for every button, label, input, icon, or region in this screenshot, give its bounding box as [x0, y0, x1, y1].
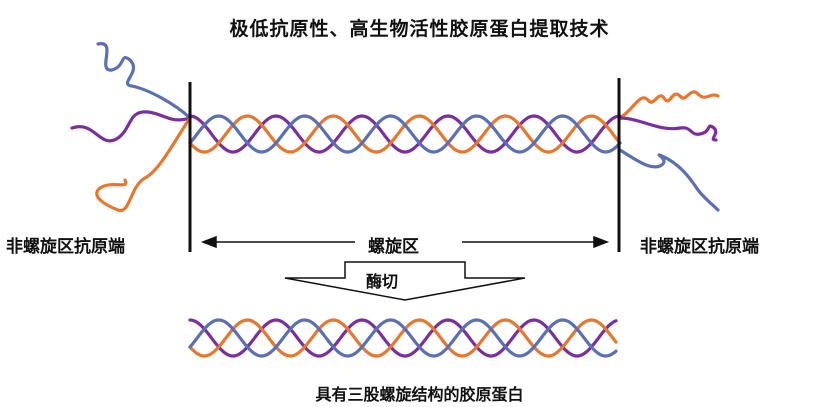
- hollow-down-arrow-icon: [284, 261, 526, 301]
- bottom-strand-orange: [188, 318, 618, 358]
- blue-right-tail: [618, 148, 720, 212]
- left-antigen-end-label: 非螺旋区抗原端: [6, 237, 125, 257]
- helix-region-arrow: [200, 235, 610, 249]
- bottom-strand-blue: [188, 318, 618, 358]
- diagram-title: 极低抗原性、高生物活性胶原蛋白提取技术: [229, 18, 610, 40]
- right-antigen-end-label: 非螺旋区抗原端: [640, 237, 759, 257]
- full-collagen-molecule: [70, 42, 720, 212]
- arrow-right-icon: [593, 235, 610, 249]
- cleaved-collagen-helix: [188, 318, 618, 358]
- blue-left-tail: [96, 42, 192, 120]
- product-caption: 具有三股螺旋结构的胶原蛋白: [315, 385, 524, 404]
- orange-left-tail: [95, 116, 192, 212]
- helix-strand-blue: [188, 114, 622, 154]
- purple-right-tail: [618, 116, 718, 142]
- purple-left-tail: [70, 110, 192, 143]
- arrow-left-icon: [200, 235, 217, 249]
- orange-right-tail: [618, 90, 720, 120]
- helix-region-label: 螺旋区: [362, 232, 425, 257]
- helix-strand-purple: [188, 114, 622, 154]
- enzyme-cleavage-label: 酶切: [366, 272, 399, 291]
